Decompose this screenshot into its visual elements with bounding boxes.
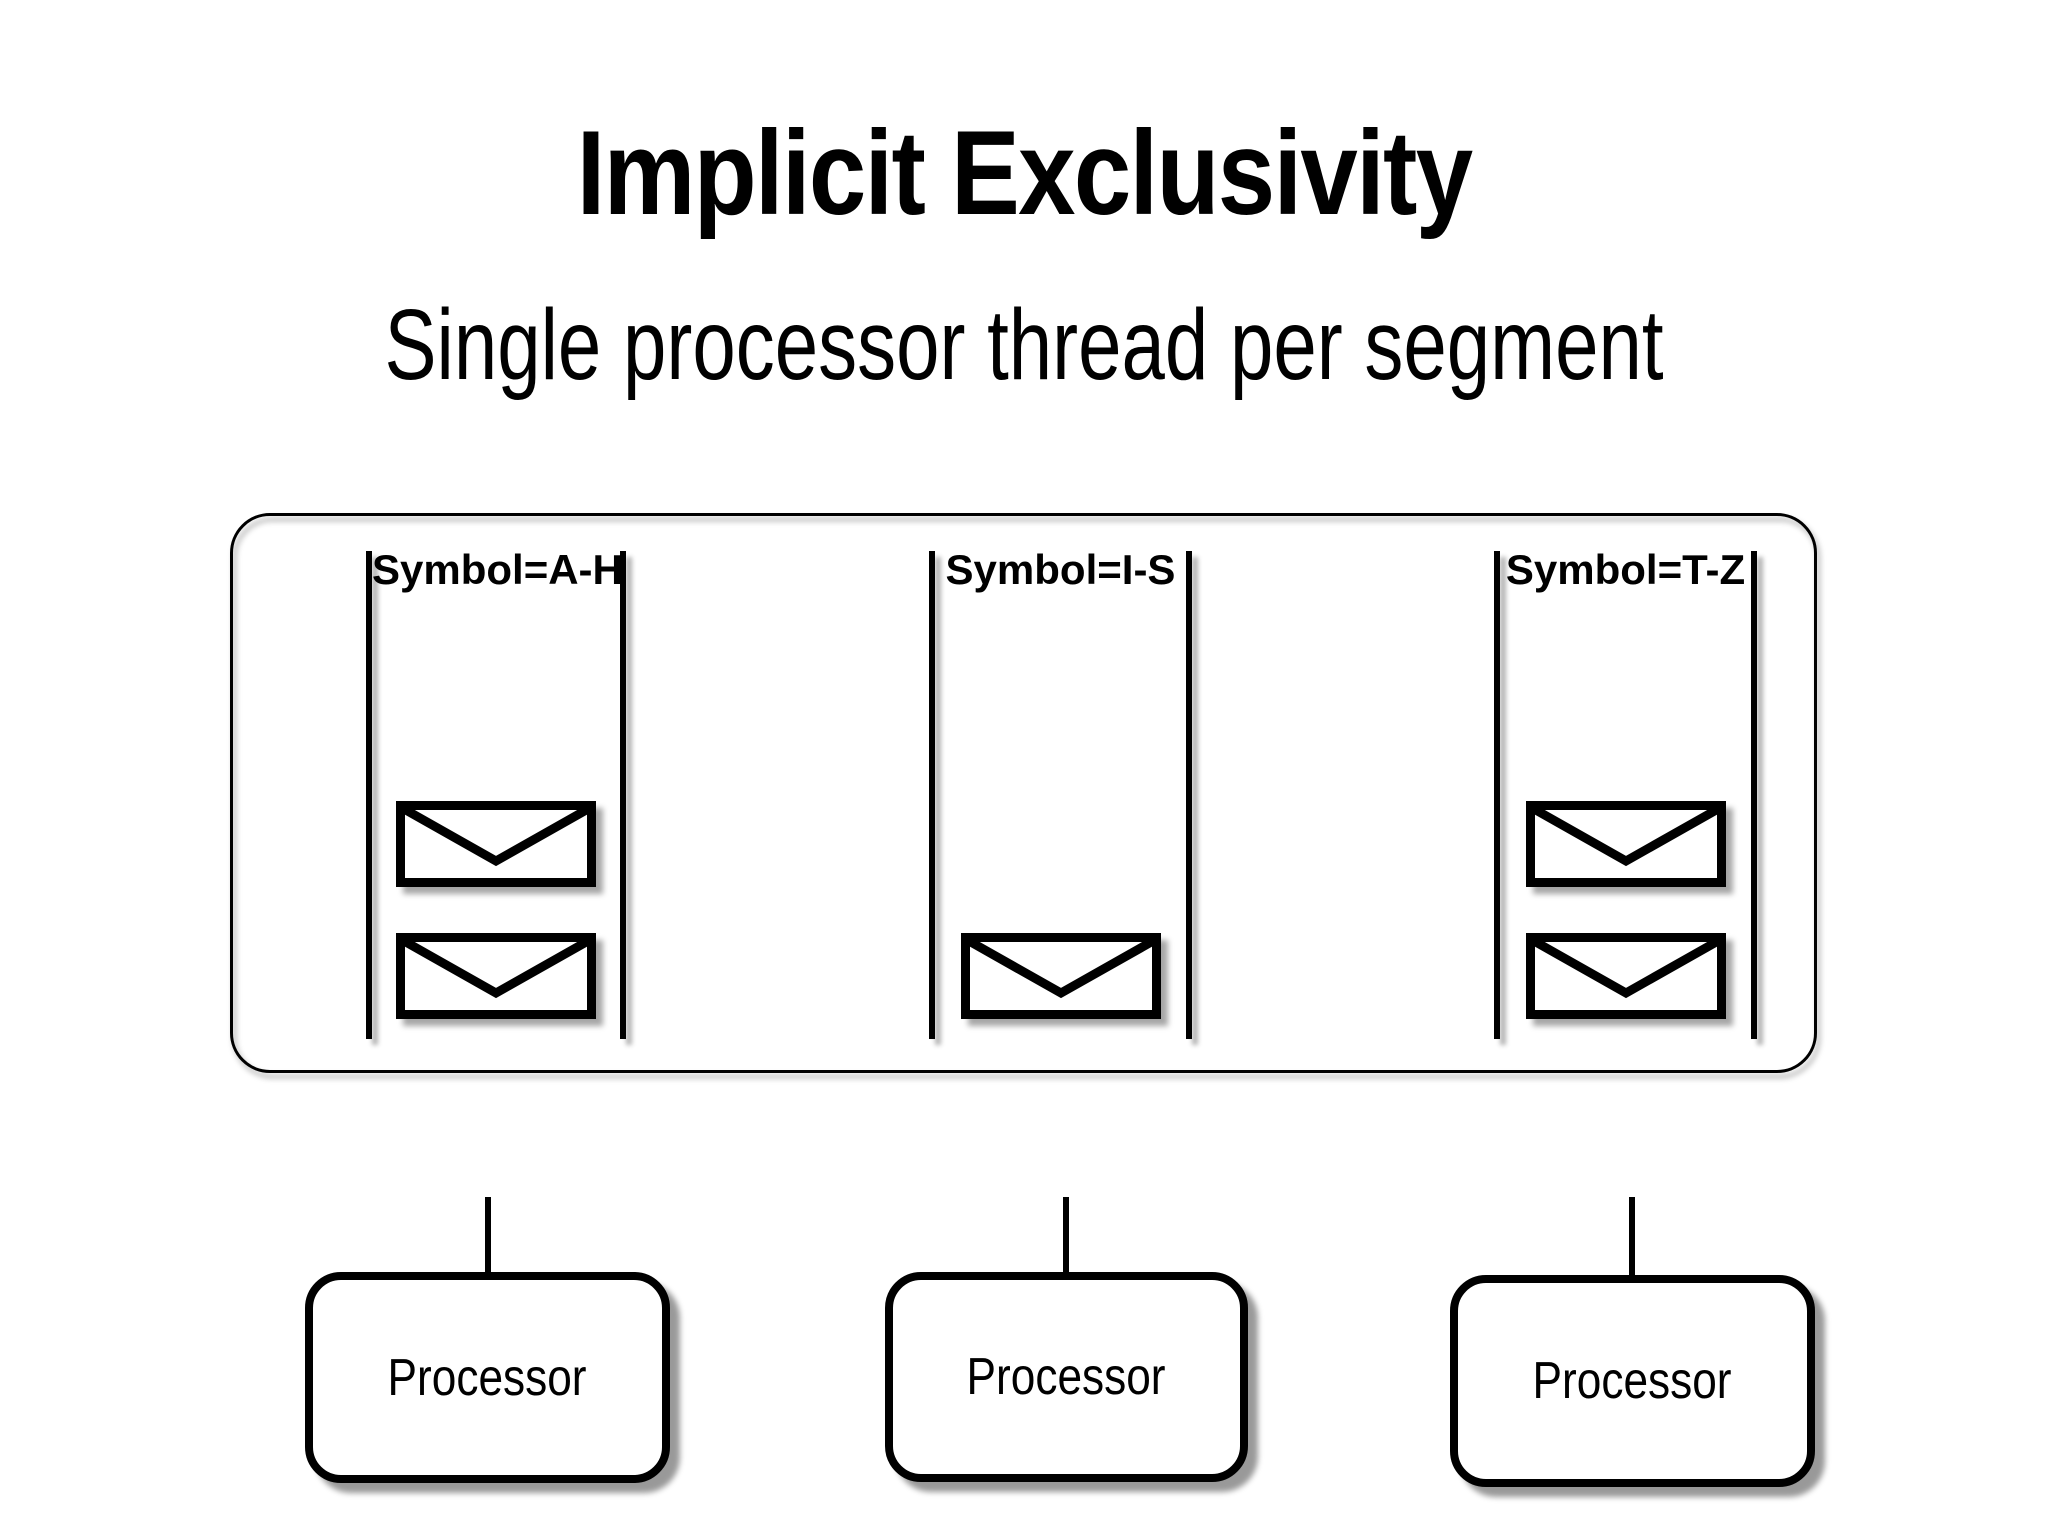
processor-box: Processor bbox=[885, 1272, 1248, 1482]
envelope-icon bbox=[396, 933, 596, 1019]
queue-lane-t-z: Symbol=T-Z bbox=[1494, 546, 1757, 1039]
slide-subtitle: Single processor thread per segment bbox=[384, 289, 1664, 401]
processor-label: Processor bbox=[967, 1348, 1166, 1406]
envelope-icon bbox=[960, 933, 1161, 1019]
envelope-icon bbox=[396, 801, 596, 887]
queue-label: Symbol=A-H bbox=[372, 546, 623, 593]
queue-label: Symbol=T-Z bbox=[1505, 546, 1746, 593]
envelope-icon bbox=[1525, 933, 1726, 1019]
queue-wall-left bbox=[1494, 551, 1500, 1039]
envelope-icon bbox=[1525, 801, 1726, 887]
message-stack bbox=[372, 801, 620, 1019]
queue-wall-right bbox=[1751, 551, 1757, 1039]
processor-label: Processor bbox=[388, 1348, 587, 1407]
segments-container bbox=[230, 513, 1817, 1073]
queue-wall-right bbox=[1186, 551, 1192, 1039]
queue-lane-a-h: Symbol=A-H bbox=[366, 546, 626, 1039]
queue-wall-left bbox=[366, 551, 372, 1039]
queue-lane-i-s: Symbol=I-S bbox=[929, 546, 1192, 1039]
queue-wall-left bbox=[929, 551, 935, 1039]
queue-label: Symbol=I-S bbox=[945, 546, 1176, 593]
message-stack bbox=[935, 933, 1186, 1019]
processor-box: Processor bbox=[305, 1272, 670, 1483]
processor-box: Processor bbox=[1450, 1275, 1815, 1487]
message-stack bbox=[1500, 801, 1751, 1019]
slide-title: Implicit Exclusivity bbox=[576, 106, 1473, 240]
processor-label: Processor bbox=[1533, 1352, 1732, 1410]
queue-wall-right bbox=[620, 551, 626, 1039]
